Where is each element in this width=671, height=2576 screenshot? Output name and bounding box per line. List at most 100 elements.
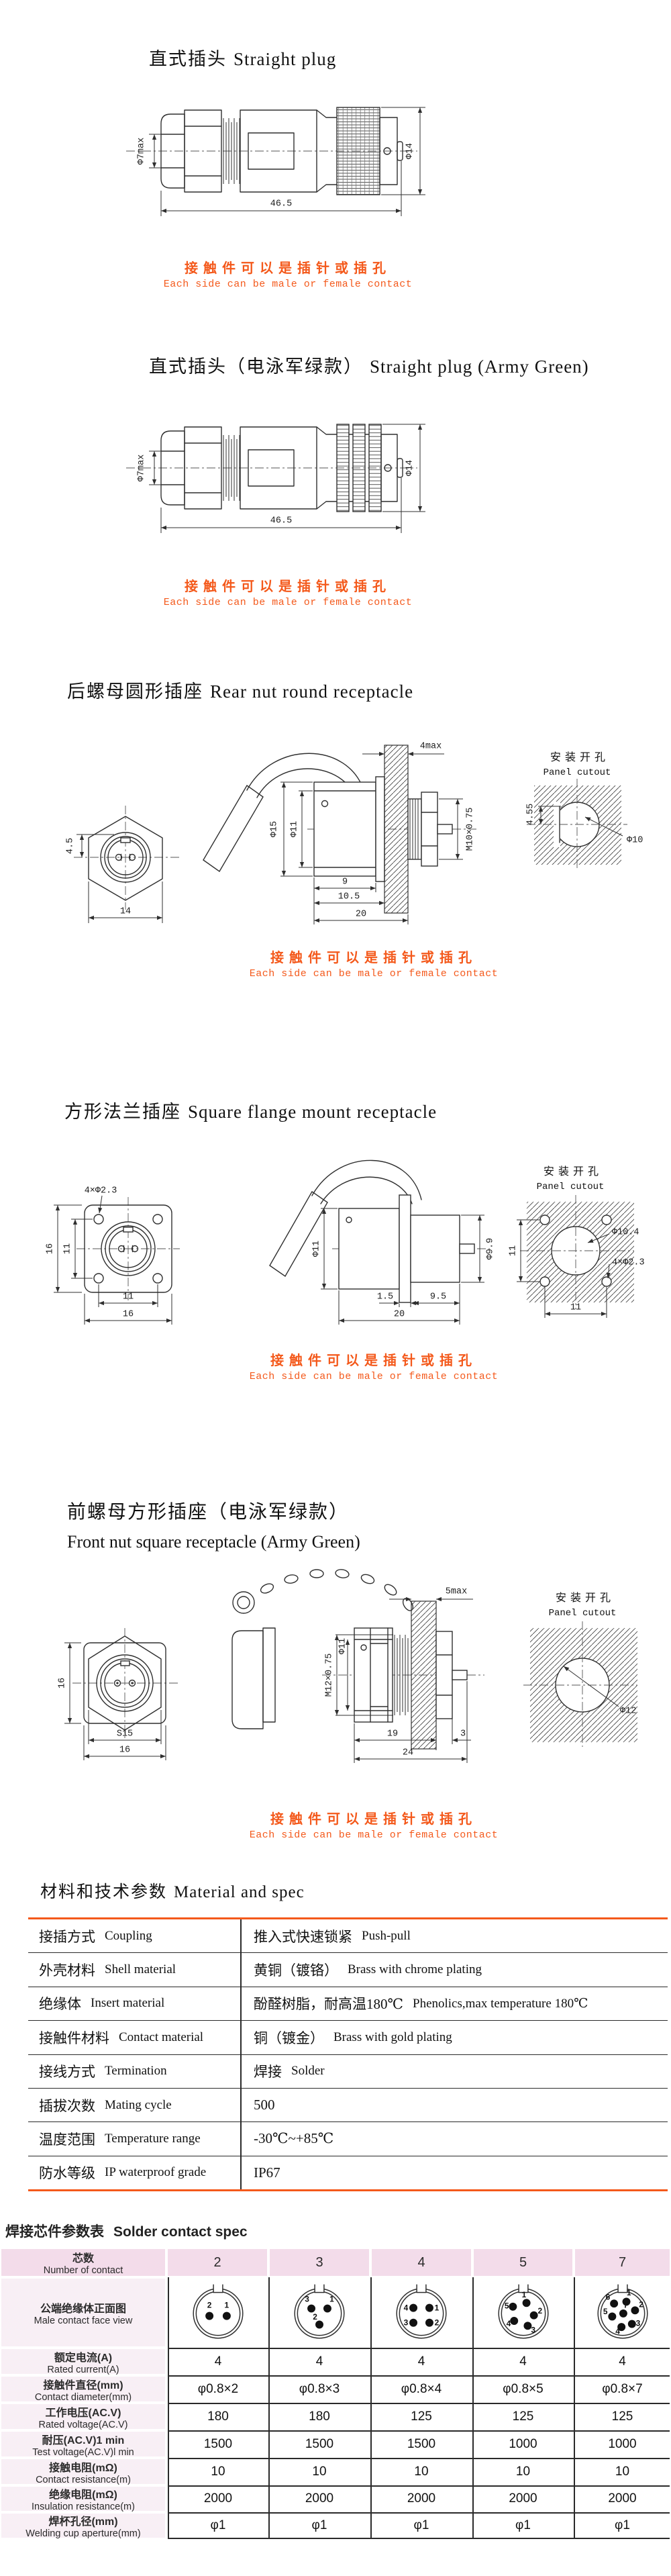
spec-cell: 1000 (509, 2436, 537, 2451)
svg-text:4: 4 (404, 2303, 409, 2312)
svg-text:5: 5 (603, 2306, 607, 2316)
panel-cutout-label-zh: 安装开孔 (550, 751, 609, 763)
dim-label: 20 (394, 1310, 405, 1320)
spec-cell: 1500 (407, 2436, 436, 2451)
dim-label: Φ7max (137, 138, 147, 165)
dim-label: 5max (446, 1587, 467, 1597)
dim-label: Φ15 (270, 821, 280, 837)
section-title-front-nut-zh: 前螺母方形插座（电泳军绿款） (67, 1497, 349, 1524)
solder-table-title: 焊接芯件参数表 Solder contact spec (5, 2221, 248, 2241)
spec-cell: φ0.8×4 (401, 2381, 442, 2396)
spec-cell: φ1 (413, 2518, 429, 2532)
spec-cell: 10 (615, 2464, 630, 2479)
svg-text:1: 1 (521, 2290, 526, 2299)
note-zh: 接触件可以是插针或插孔 (185, 261, 391, 276)
section-title-straight-plug-green: 直式插头（电泳军绿款） Straight plug (Army Green) (149, 352, 589, 378)
row-label: 接触件直径(mm)Contact diameter(mm) (1, 2377, 165, 2403)
title-en: Front nut square receptacle (Army Green) (67, 1532, 360, 1552)
title-zh: 直式插头（电泳军绿款） (149, 356, 363, 377)
title-zh: 后螺母圆形插座 (67, 681, 203, 702)
svg-text:2: 2 (313, 2312, 317, 2322)
note-zh: 接触件可以是插针或插孔 (270, 951, 477, 965)
dim-label: Φ10.4 (612, 1228, 639, 1238)
header-col: 3 (270, 2249, 369, 2276)
title-en: Square flange mount receptacle (188, 1102, 437, 1122)
spec-cell: 4 (417, 2354, 425, 2369)
section-title-rear-nut: 后螺母圆形插座 Rear nut round receptacle (67, 677, 413, 703)
title-en: Straight plug (Army Green) (370, 356, 589, 377)
svg-text:3: 3 (404, 2318, 409, 2327)
dim-label: 4.5 (66, 838, 76, 854)
title-zh: 焊接芯件参数表 (5, 2224, 104, 2240)
spec-cell: 2000 (608, 2491, 637, 2506)
dim-label: Φ14 (405, 460, 415, 476)
header-col: 2 (168, 2249, 267, 2276)
straight-plug-green-drawing: Φ7max Φ14 46.5 (126, 424, 425, 533)
row-label: 工作电压(AC.V)Rated voltage(AC.V) (1, 2404, 165, 2430)
dim-label: Φ7max (137, 455, 147, 482)
header-col: 5 (474, 2249, 572, 2276)
spec-cell: 2000 (407, 2491, 436, 2506)
dim-label: M12×0.75 (325, 1654, 335, 1697)
contact-note: 接触件可以是插针或插孔 Each side can be male or fem… (219, 1808, 528, 1841)
dim-label: 4max (420, 742, 442, 752)
dim-label: 4×Φ2.3 (85, 1186, 117, 1196)
dim-label: 4×Φ2.3 (612, 1258, 644, 1268)
spec-cell: 180 (309, 2409, 330, 2424)
spec-cell: 1000 (608, 2436, 637, 2451)
svg-text:1: 1 (626, 2288, 631, 2297)
front-nut-square-drawing: 16 S15 16 5max (58, 1569, 637, 1763)
svg-text:3: 3 (635, 2318, 640, 2328)
rear-nut-drawing: 4.5 14 4max Φ15 Φ11 M10×0.75 9 (66, 742, 643, 924)
svg-text:6: 6 (605, 2292, 610, 2301)
svg-text:3: 3 (305, 2294, 309, 2303)
dim-label: 4.55 (526, 804, 536, 825)
straight-plug-drawing: Φ7max Φ14 46.5 (126, 107, 425, 216)
dim-label: M10×0.75 (466, 808, 476, 851)
svg-text:7: 7 (623, 2300, 628, 2309)
title-zh: 前螺母方形插座（电泳军绿款） (67, 1502, 350, 1523)
svg-text:1: 1 (225, 2300, 229, 2309)
contact-note: 接触件可以是插针或插孔 Each side can be male or fem… (134, 257, 442, 290)
spec-cell: 125 (512, 2409, 534, 2424)
dim-label: 20 (356, 910, 366, 920)
title-en: Straight plug (234, 49, 337, 69)
title-en: Solder contact spec (113, 2224, 248, 2240)
spec-cell: φ0.8×3 (299, 2381, 340, 2396)
dim-label: 16 (46, 1243, 56, 1254)
dim-label: 14 (120, 907, 131, 917)
header-col: 7 (575, 2249, 670, 2276)
title-en: Rear nut round receptacle (210, 681, 414, 702)
dim-label: 24 (403, 1748, 413, 1758)
svg-text:2: 2 (537, 2305, 542, 2315)
spec-cell: 125 (411, 2409, 432, 2424)
dim-label: S15 (117, 1729, 133, 1739)
panel-cutout-label-zh: 安装开孔 (544, 1165, 603, 1178)
spec-cell: 4 (315, 2354, 323, 2369)
spec-cell: 1500 (203, 2436, 233, 2451)
dim-label: 3 (460, 1729, 466, 1739)
dim-label: 9.5 (430, 1292, 446, 1302)
dim-label: 46.5 (270, 516, 292, 526)
dim-label: Φ11 (290, 821, 300, 837)
spec-cell: 2000 (305, 2491, 334, 2506)
spec-cell: φ1 (515, 2518, 531, 2532)
title-en: Material and spec (174, 1883, 305, 1901)
dim-label: 46.5 (270, 199, 292, 209)
dim-label: 11 (123, 1292, 134, 1302)
spec-cell: 10 (312, 2464, 327, 2479)
